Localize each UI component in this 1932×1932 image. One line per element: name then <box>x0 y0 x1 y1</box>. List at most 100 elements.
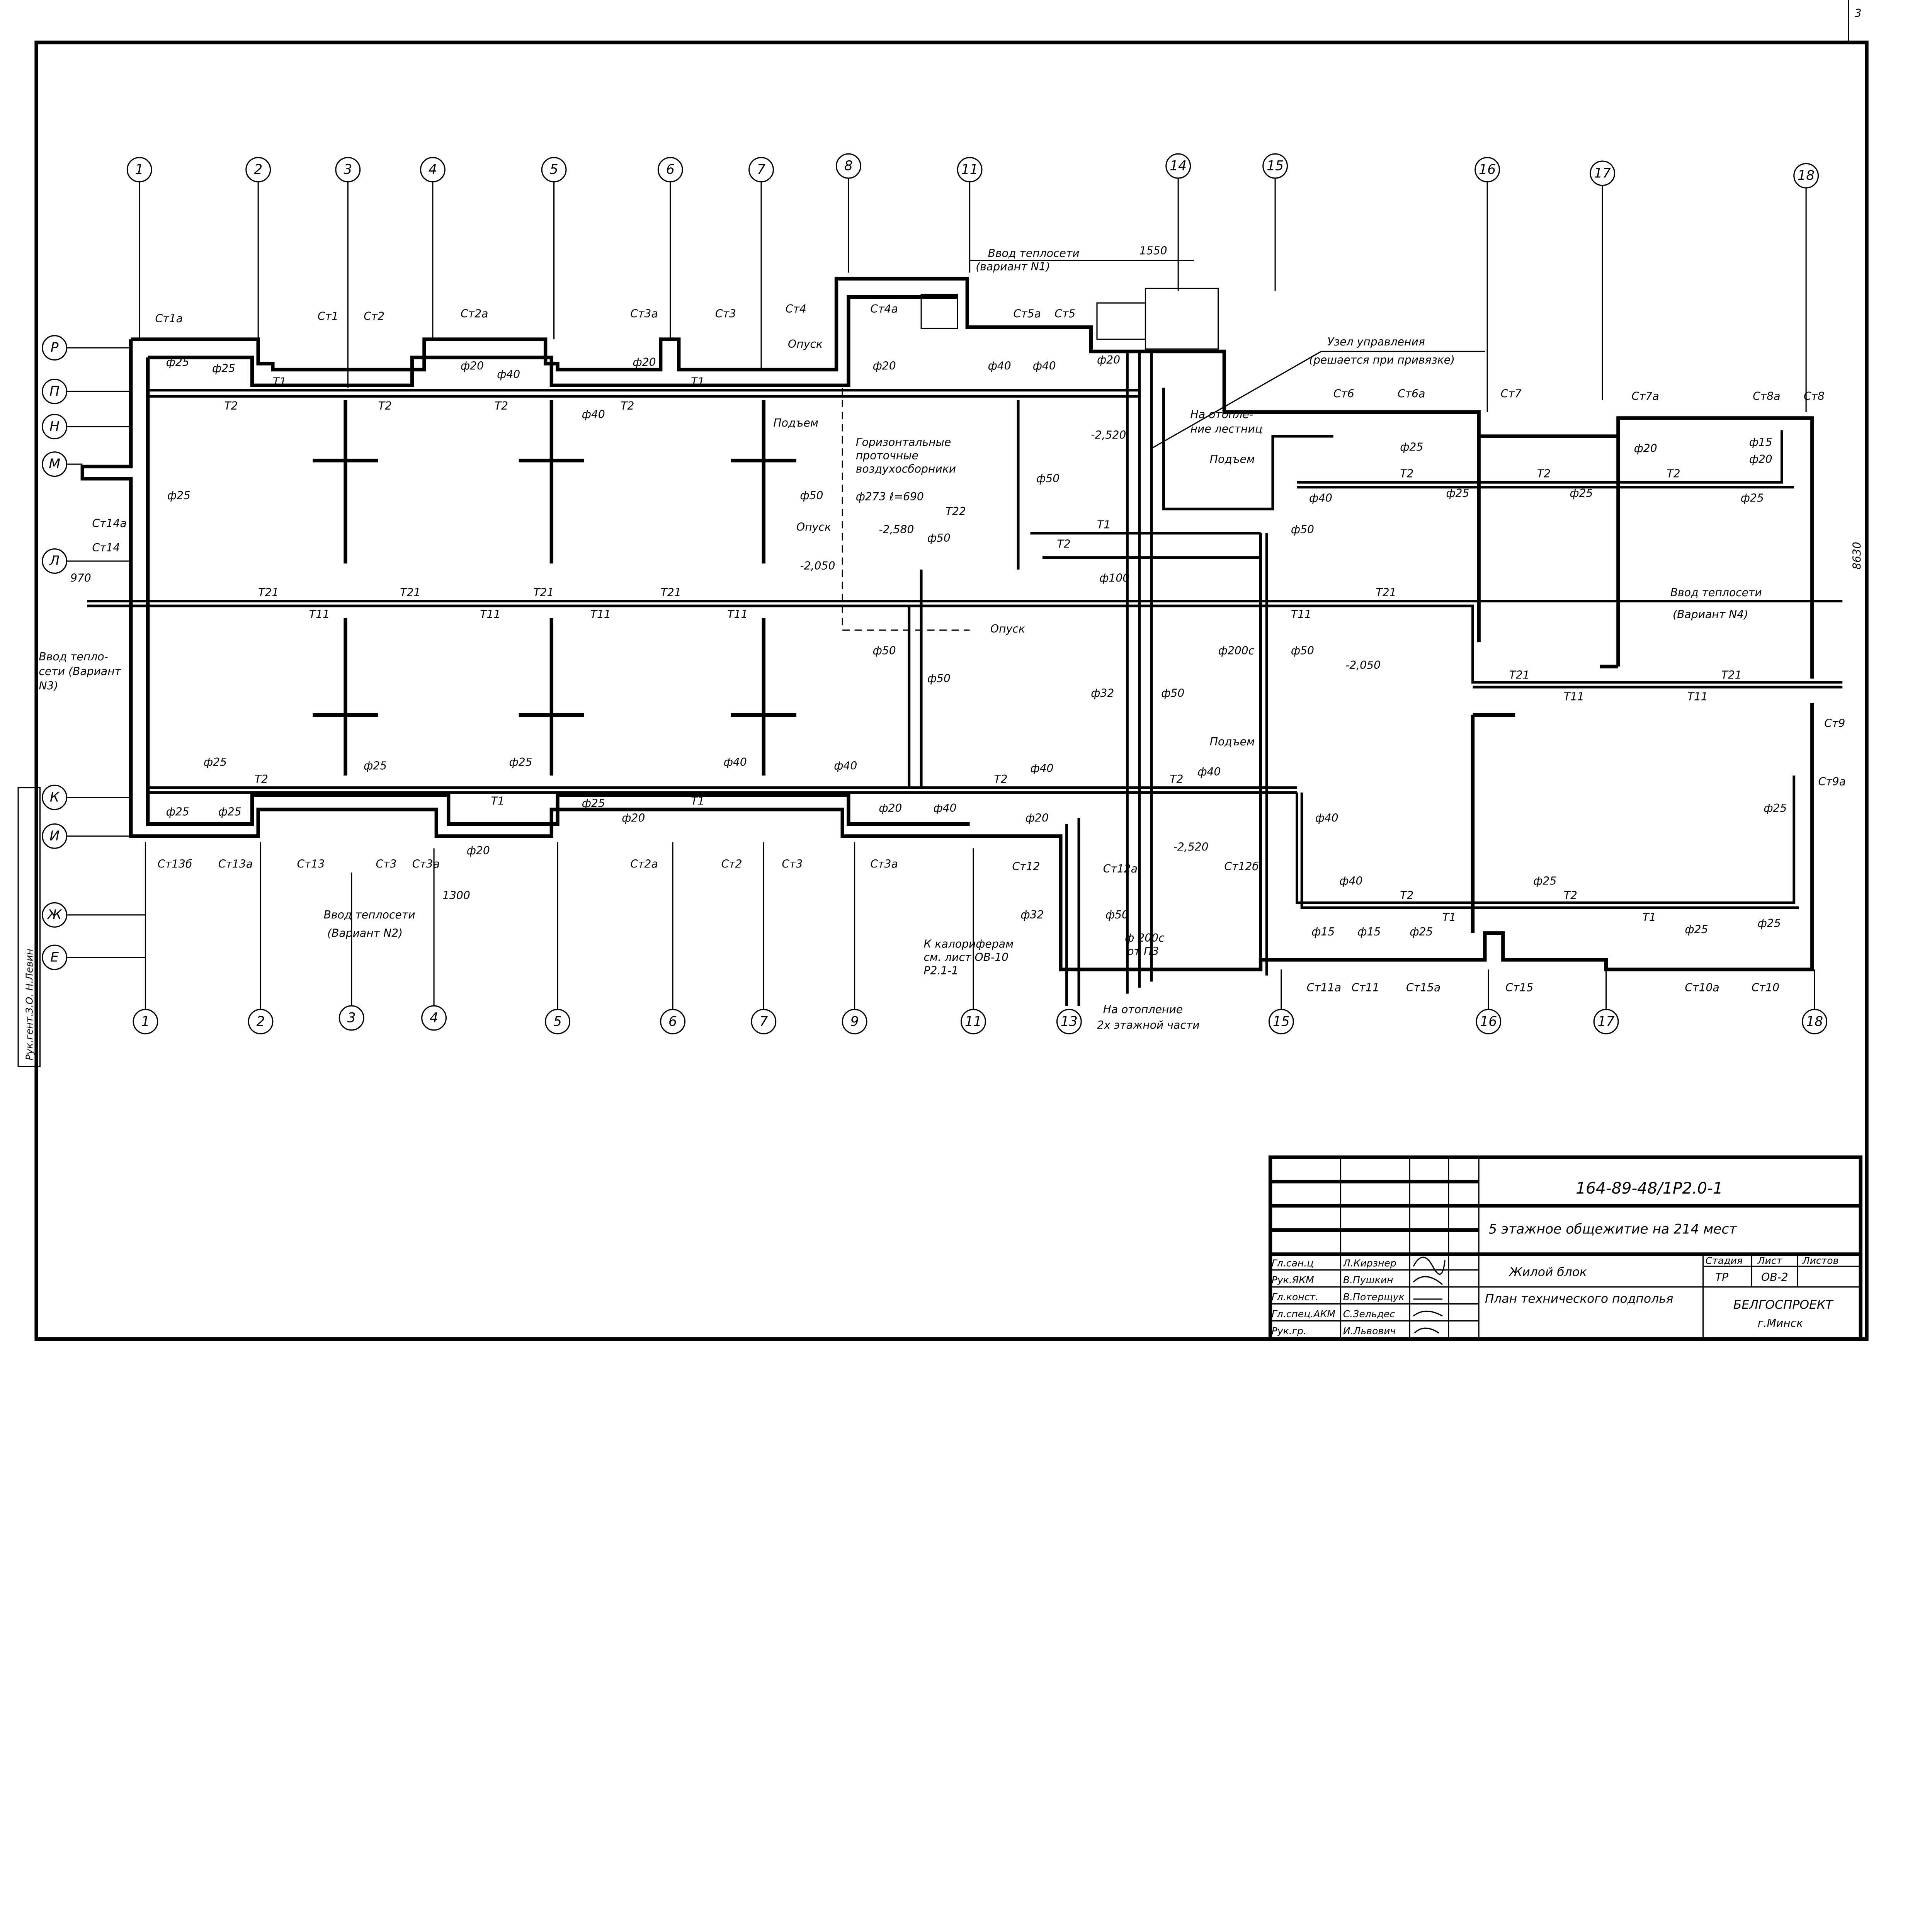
drawing-element <box>842 1009 867 1034</box>
drawing-label: ф200с <box>1218 645 1255 657</box>
drawing-label: Ст14а <box>92 517 126 530</box>
axis-L: Л <box>42 548 131 574</box>
drawing-label: Ст2а <box>461 308 488 320</box>
drawing-element <box>1471 436 1620 933</box>
drawing-element <box>1793 163 1819 189</box>
drawing-element <box>42 823 68 849</box>
drawing-label: Т21 <box>258 586 279 599</box>
project-name: 5 этажное общежитие на 214 мест <box>1488 1222 1737 1237</box>
drawing-label: Ст11 <box>1352 981 1379 994</box>
drawing-label: Опуск <box>788 338 823 350</box>
drawing-label: В.Пушкин <box>1343 1274 1393 1286</box>
drawing-label: Т2 <box>1400 889 1413 902</box>
label-uzel: Узел управления <box>1327 335 1425 348</box>
axis-5-top: 5 <box>541 157 567 340</box>
drawing-label: ф15 <box>1749 436 1772 449</box>
axis-K: К <box>42 784 131 810</box>
drawing-label: ф25 <box>582 797 605 810</box>
drawing-label: Ст8а <box>1753 390 1780 403</box>
drawing-label: Т11 <box>1564 690 1584 703</box>
drawing-label: 11 <box>961 162 978 177</box>
annotations: Ввод теплосети (вариант N1) 1550 Узел уп… <box>39 245 1863 1032</box>
drawing-label: Т21 <box>1509 668 1530 681</box>
drawing-label: ф40 <box>1033 360 1056 372</box>
drawing-label: Ст3а <box>412 858 440 871</box>
drawing-element <box>1476 1009 1502 1034</box>
drawing-element <box>338 1005 364 1031</box>
drawing-label: 3 <box>344 162 352 177</box>
drawing-label: ф20 <box>467 844 490 857</box>
axis-18-bottom: 18 <box>1802 969 1828 1034</box>
axis-N: Н <box>42 414 131 439</box>
drawing-label: Т21 <box>661 586 681 599</box>
drawing-label: С.Зельдес <box>1343 1308 1395 1320</box>
drawing-label: Т2 <box>1170 773 1183 786</box>
drawing-label: 18 <box>1806 1014 1823 1029</box>
drawing-element <box>1300 793 1799 909</box>
drawing-label: -2,580 <box>879 523 914 536</box>
drawing-label: Лист <box>1757 1255 1783 1266</box>
drawing-label: В.Потерщук <box>1343 1291 1405 1303</box>
drawing-element <box>957 157 983 182</box>
drawing-label: ф40 <box>1339 874 1362 887</box>
drawing-element <box>248 1009 274 1034</box>
drawing-label: ф25 <box>1570 487 1593 500</box>
drawing-element <box>80 339 1814 971</box>
drawing-label: Ст12 <box>1012 860 1040 873</box>
axis-3-bottom: 3 <box>338 872 364 1031</box>
drawing-label: ф40 <box>724 756 747 769</box>
drawing-label: ф40 <box>1309 492 1332 504</box>
drawing-label: Ст4а <box>870 303 898 315</box>
drawing-label: Ст2а <box>630 858 658 871</box>
drawing-element <box>748 157 774 182</box>
drawing-label: ф40 <box>497 368 520 381</box>
stage-value: ТР <box>1715 1271 1728 1284</box>
drawing-element <box>920 294 958 329</box>
side-stamp: Рук.гент.З.О. Н.Левин <box>24 949 35 1060</box>
drawing-label: Ст4 <box>786 303 806 315</box>
drawing-element <box>1162 388 1333 510</box>
drawing-label: ф32 <box>1091 687 1114 699</box>
drawing-label: ф25 <box>1764 802 1787 815</box>
drawing-element <box>1593 1009 1619 1034</box>
axis-17-top: 17 <box>1590 160 1616 400</box>
drawing-element <box>1268 1155 1863 1341</box>
drawing-label: Ст13 <box>297 858 325 871</box>
drawing-label: Ст13а <box>218 858 253 871</box>
axis-11-top: 11 <box>957 157 983 273</box>
drawing-label: ф20 <box>633 356 656 369</box>
drawing-element <box>42 451 68 477</box>
drawing-element <box>245 157 271 182</box>
sheet-title: План технического подполья <box>1485 1292 1673 1306</box>
drawing-label: К калориферам <box>923 938 1014 951</box>
drawing-label: Ст1а <box>155 312 183 325</box>
drawing-label: Т2 <box>621 400 634 412</box>
drawing-element <box>313 400 797 564</box>
axis-P: П <box>42 379 131 404</box>
drawing-element <box>1145 287 1219 350</box>
drawing-element <box>42 902 68 928</box>
drawing-label: ф50 <box>1291 645 1314 657</box>
drawing-label: ф25 <box>1685 923 1708 936</box>
drawing-label: Т1 <box>1442 911 1456 924</box>
drawing-label: Ст15 <box>1505 981 1533 994</box>
doc-code: 164-89-48/1Р2.0-1 <box>1576 1179 1723 1197</box>
drawing-label: 1 <box>141 1014 150 1029</box>
drawing-label: 4 <box>429 162 437 177</box>
drawing-label: Ст8 <box>1804 390 1825 403</box>
drawing-label: Ст7 <box>1501 388 1522 400</box>
drawing-element <box>420 157 446 182</box>
drawing-element <box>313 618 797 776</box>
sheet-frame <box>34 41 1869 1341</box>
axis-R: Р <box>42 335 131 361</box>
drawing-element <box>146 357 970 826</box>
drawing-label: сети (Вариант <box>39 665 121 678</box>
drawing-label: см. лист ОВ-10 <box>923 951 1009 964</box>
drawing-label: 1 <box>135 162 144 177</box>
drawing-label: 6 <box>668 1014 677 1029</box>
drawing-label: ф25 <box>1410 925 1433 938</box>
drawing-label: Горизонтальные <box>856 436 951 449</box>
drawing-element <box>1096 302 1146 340</box>
drawing-label: ф25 <box>166 356 189 369</box>
drawing-element <box>1590 160 1616 186</box>
